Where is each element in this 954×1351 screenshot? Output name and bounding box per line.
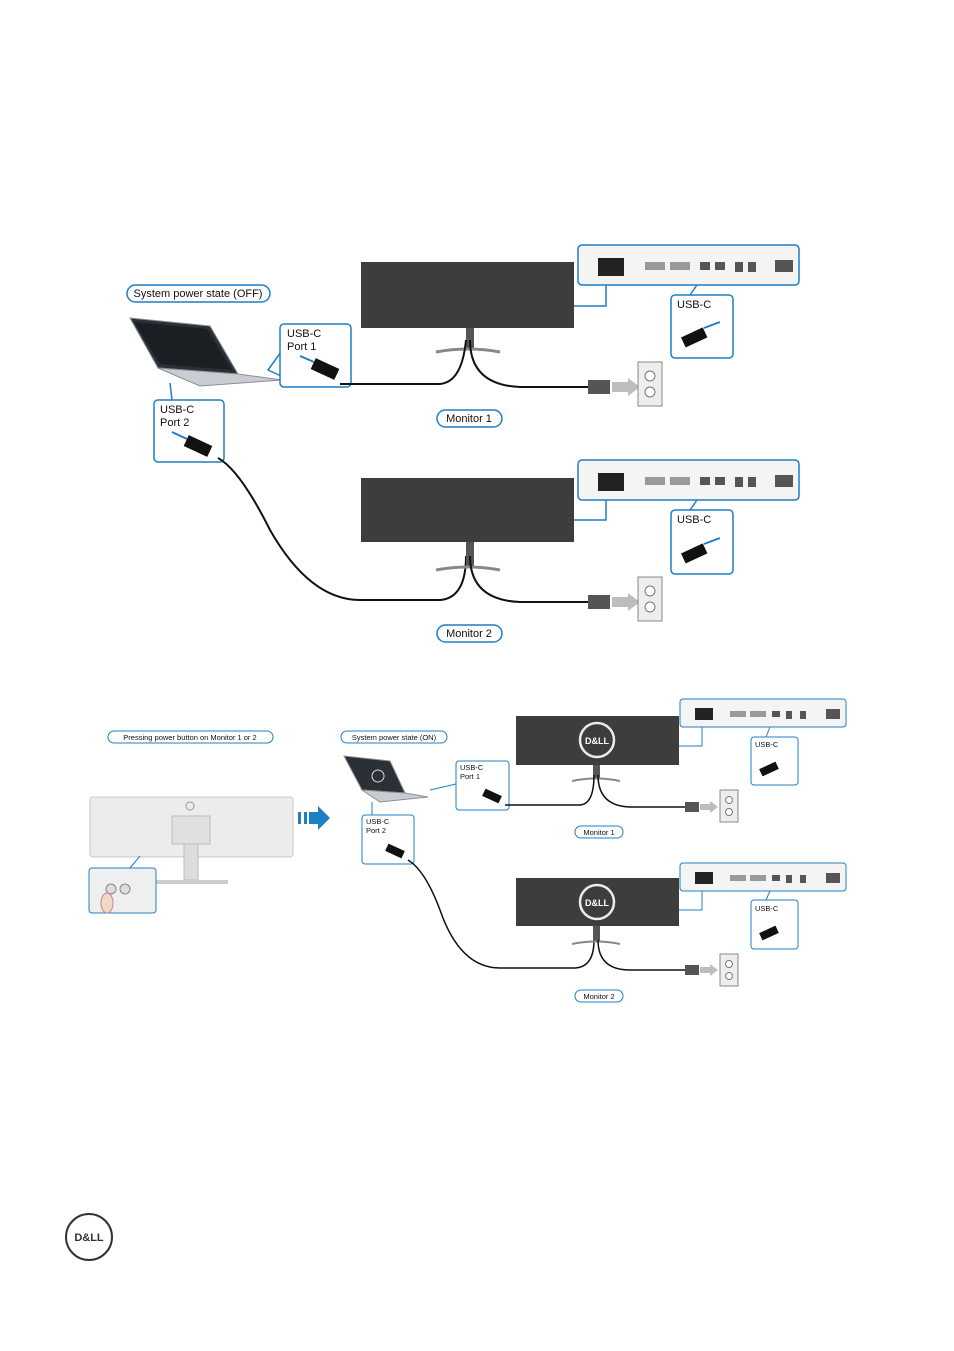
monitor2-usbc-small-label: USB-C: [755, 904, 779, 913]
port1-label-line1: USB-C: [287, 328, 321, 340]
port1-label-line2: Port 1: [287, 341, 316, 353]
monitor1-usbc-callout: USB-C: [670, 284, 734, 359]
port2-label-line1: USB-C: [160, 404, 194, 416]
monitor1-small-label: Monitor 1: [583, 828, 614, 837]
monitor2-rear-panel: [574, 459, 800, 521]
monitor2-usbc-label: USB-C: [677, 514, 711, 526]
monitor2-pill-small: Monitor 2: [574, 989, 624, 1003]
wall-outlet-1: [637, 361, 663, 407]
system-state-pill: System power state (OFF): [126, 284, 271, 303]
port1-callout: USB-C Port 1: [266, 323, 352, 388]
port1-small-line1: USB-C: [460, 763, 484, 772]
monitor1-usbc-small-label: USB-C: [755, 740, 779, 749]
monitor-rear-white: [89, 796, 294, 884]
pressing-label: Pressing power button on Monitor 1 or 2: [123, 733, 256, 742]
arrow-icon: [298, 806, 330, 830]
port2-callout-small: USB-C Port 2: [361, 802, 415, 865]
system-state-on-pill: System power state (ON): [340, 730, 448, 744]
wall-outlet-2: [637, 576, 663, 622]
port1-small-line2: Port 1: [460, 772, 480, 781]
monitor2-usbc-callout: USB-C: [670, 499, 734, 575]
dell-logo: D&LL: [65, 1213, 113, 1261]
system-state-label: System power state (OFF): [134, 288, 263, 300]
dell-logo-text: D&LL: [74, 1232, 104, 1244]
monitor1-rear-panel: [574, 244, 800, 307]
monitor1-rear-panel-small: [679, 698, 847, 747]
monitor1-label: Monitor 1: [446, 413, 492, 425]
port2-small-line2: Port 2: [366, 826, 386, 835]
pressing-pill: Pressing power button on Monitor 1 or 2: [107, 730, 274, 744]
port2-callout: USB-C Port 2: [153, 382, 225, 463]
monitor1-illustration: [361, 262, 574, 354]
monitor2-illustration: [361, 478, 574, 572]
monitor2-rear-panel-small: [679, 862, 847, 911]
port2-label-line2: Port 2: [160, 417, 189, 429]
monitor2-on-illustration: D&LL: [516, 878, 679, 945]
laptop-on-illustration: [343, 755, 429, 803]
monitor2-label: Monitor 2: [446, 628, 492, 640]
monitor1-pill: Monitor 1: [436, 409, 503, 428]
wall-outlet-small-1: [719, 789, 739, 823]
port2-small-line1: USB-C: [366, 817, 390, 826]
monitor2-usbc-callout-small: USB-C: [750, 890, 799, 950]
port1-callout-small: USB-C Port 1: [429, 760, 510, 811]
diagram-system-off: System power state (OFF) USB-C Port 1 US…: [126, 244, 800, 643]
wall-outlet-small-2: [719, 953, 739, 987]
laptop-illustration: [129, 317, 283, 387]
diagram-system-on: Pressing power button on Monitor 1 or 2 …: [88, 698, 847, 1003]
monitor2-dell-logo: D&LL: [585, 898, 609, 908]
power-button-zoom: [88, 855, 157, 914]
monitor1-dell-logo: D&LL: [585, 736, 609, 746]
system-state-on-label: System power state (ON): [352, 733, 437, 742]
monitor1-pill-small: Monitor 1: [574, 825, 624, 839]
monitor2-pill: Monitor 2: [436, 624, 503, 643]
monitor2-small-label: Monitor 2: [583, 992, 614, 1001]
monitor1-on-illustration: D&LL: [516, 716, 679, 782]
monitor1-usbc-label: USB-C: [677, 299, 711, 311]
monitor1-usbc-callout-small: USB-C: [750, 726, 799, 786]
